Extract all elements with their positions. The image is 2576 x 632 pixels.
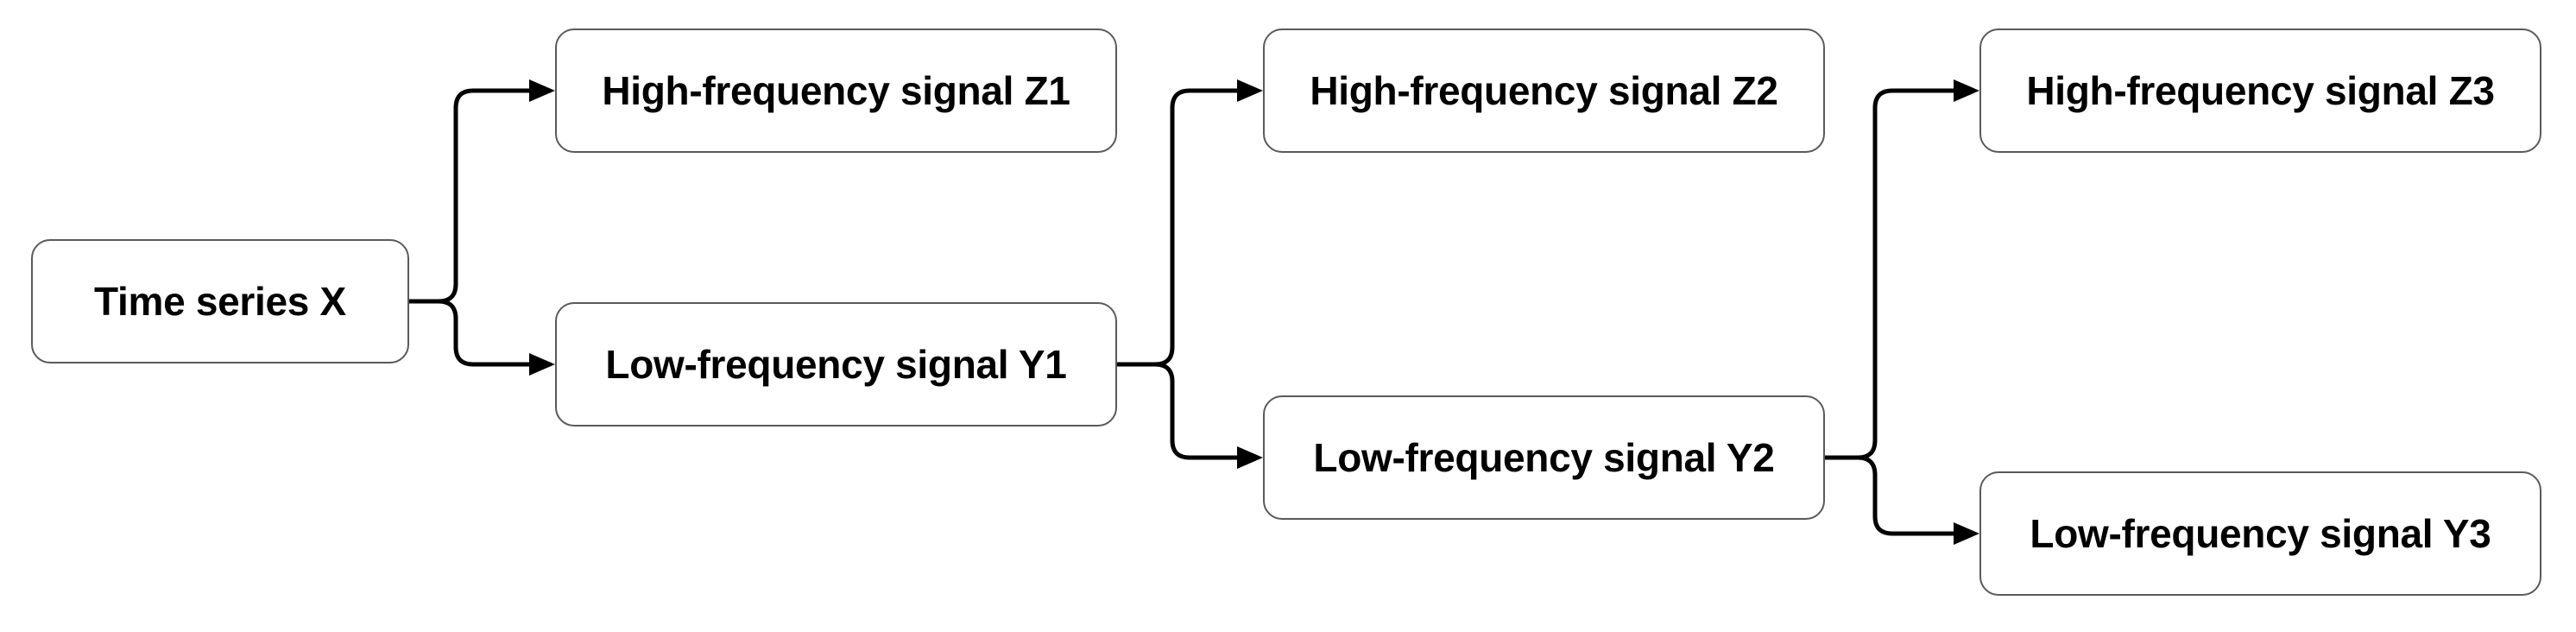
arrowhead-z2 — [1237, 79, 1263, 102]
edge-y2-to-z3 — [1822, 88, 1958, 460]
node-label: Time series X — [94, 279, 346, 324]
node-high-frequency-signal-z3: High-frequency signal Z3 — [1979, 28, 2541, 153]
node-high-frequency-signal-z2: High-frequency signal Z2 — [1263, 28, 1825, 153]
arrowhead-y2 — [1237, 446, 1263, 469]
edge-y1-to-z2 — [1114, 88, 1241, 367]
arrowhead-z1 — [529, 79, 555, 102]
node-low-frequency-signal-y2: Low-frequency signal Y2 — [1263, 395, 1825, 520]
node-label: High-frequency signal Z2 — [1310, 68, 1778, 113]
node-low-frequency-signal-y3: Low-frequency signal Y3 — [1979, 471, 2541, 596]
node-low-frequency-signal-y1: Low-frequency signal Y1 — [555, 302, 1117, 427]
arrowhead-y3 — [1954, 522, 1979, 545]
edge-x-to-z1 — [407, 88, 534, 304]
node-label: Low-frequency signal Y3 — [2030, 511, 2491, 556]
arrowhead-y1 — [529, 353, 555, 376]
edge-y1-to-y2 — [1114, 362, 1241, 460]
node-label: High-frequency signal Z1 — [602, 68, 1070, 113]
node-label: High-frequency signal Z3 — [2026, 68, 2495, 113]
edge-y2-to-y3 — [1822, 455, 1958, 536]
node-label: Low-frequency signal Y1 — [605, 342, 1067, 387]
node-high-frequency-signal-z1: High-frequency signal Z1 — [555, 28, 1117, 153]
edge-x-to-y1 — [407, 299, 534, 367]
node-time-series-x: Time series X — [31, 239, 409, 363]
arrowhead-z3 — [1954, 79, 1979, 102]
node-label: Low-frequency signal Y2 — [1313, 435, 1775, 480]
